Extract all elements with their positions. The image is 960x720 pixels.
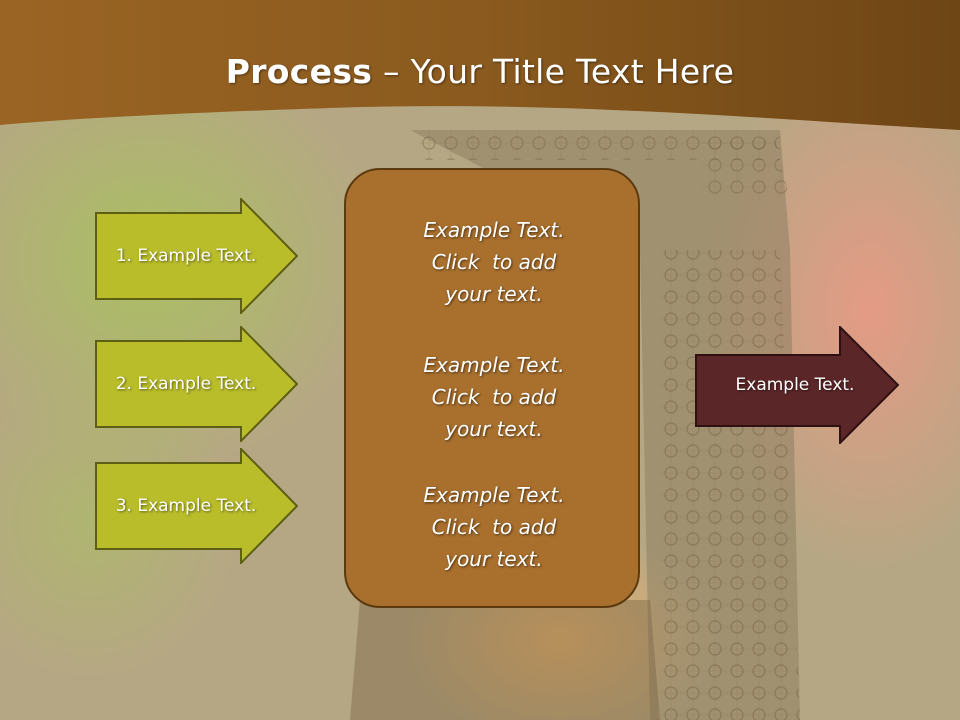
step-arrow-2: 2. Example Text. (95, 326, 298, 442)
step-arrow-3-shape (95, 448, 298, 564)
result-arrow-shape (695, 326, 899, 444)
center-paragraph-1-line-1: Example Text. (423, 218, 565, 242)
center-paragraph-2-line-2: Click to add (431, 385, 557, 409)
title-rest: – Your Title Text Here (372, 52, 735, 91)
slide-title: Process – Your Title Text Here (0, 52, 960, 91)
center-paragraph-1-line-2: Click to add (431, 250, 557, 274)
center-paragraph-3: Example Text. Click to add your text. (346, 479, 642, 575)
center-paragraph-3-line-3: your text. (445, 547, 543, 571)
title-bold: Process (225, 52, 373, 91)
step-arrow-2-shape (95, 326, 298, 442)
step-arrow-1: 1. Example Text. (95, 198, 298, 314)
center-paragraph-2-line-3: your text. (445, 417, 543, 441)
step-arrow-3-label: 3. Example Text. (115, 496, 257, 516)
step-arrow-1-label: 1. Example Text. (115, 246, 257, 266)
step-arrow-1-shape (95, 198, 298, 314)
center-paragraph-1-line-3: your text. (445, 282, 543, 306)
result-arrow: Example Text. (695, 326, 899, 444)
result-arrow-label: Example Text. (735, 375, 855, 395)
center-paragraph-1: Example Text. Click to add your text. (346, 214, 642, 310)
center-paragraph-3-line-2: Click to add (431, 515, 557, 539)
center-paragraph-3-line-1: Example Text. (423, 483, 565, 507)
center-text-box: Example Text. Click to add your text. Ex… (344, 168, 640, 608)
step-arrow-2-label: 2. Example Text. (115, 374, 257, 394)
center-paragraph-2-line-1: Example Text. (423, 353, 565, 377)
step-arrow-3: 3. Example Text. (95, 448, 298, 564)
center-paragraph-2: Example Text. Click to add your text. (346, 349, 642, 445)
